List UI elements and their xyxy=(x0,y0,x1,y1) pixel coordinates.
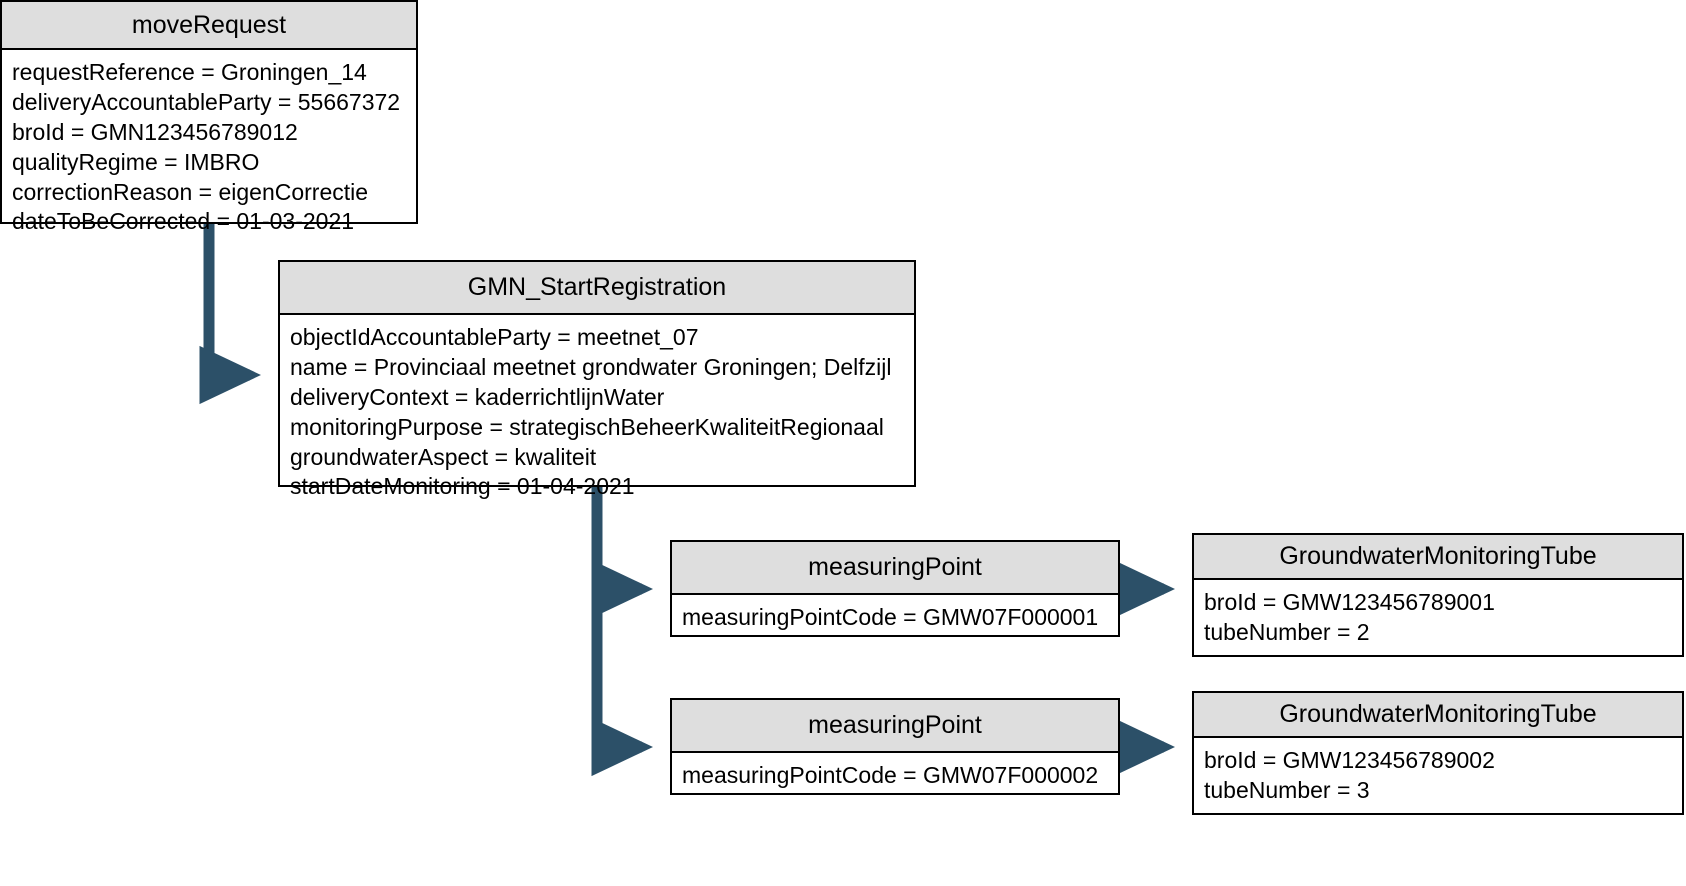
attribute-row: dateToBeCorrected = 01-03-2021 xyxy=(12,208,355,235)
attribute-row: broId = GMW123456789001 xyxy=(1204,589,1495,615)
node-title-measuring-point-2: measuringPoint xyxy=(672,700,1118,753)
attribute-row: broId = GMN123456789012 xyxy=(12,118,298,145)
attribute-row: measuringPointCode = GMW07F000002 xyxy=(682,762,1099,788)
attribute-row: deliveryAccountableParty = 55667372 xyxy=(12,88,401,115)
node-title-groundwater-monitoring-tube-1: GroundwaterMonitoringTube xyxy=(1194,535,1682,580)
attribute-row: correctionReason = eigenCorrectie xyxy=(12,178,369,205)
attribute-row: measuringPointCode = GMW07F000001 xyxy=(682,604,1099,630)
node-title-move-request: moveRequest xyxy=(2,2,416,50)
node-measuring-point-2[interactable]: measuringPoint measuringPointCode = GMW0… xyxy=(670,698,1120,795)
node-body-measuring-point-1: measuringPointCode = GMW07F000001 xyxy=(672,595,1118,639)
attribute-row: objectIdAccountableParty = meetnet_07 xyxy=(290,324,699,350)
node-groundwater-monitoring-tube-2[interactable]: GroundwaterMonitoringTube broId = GMW123… xyxy=(1192,691,1684,815)
node-body-groundwater-monitoring-tube-1: broId = GMW123456789001 tubeNumber = 2 xyxy=(1194,580,1682,654)
attribute-row: tubeNumber = 3 xyxy=(1204,776,1370,803)
node-gmn-start-registration[interactable]: GMN_StartRegistration objectIdAccountabl… xyxy=(278,260,916,499)
edge-moveRequest-to-gmnStartRegistration xyxy=(199,224,262,405)
attribute-row: monitoringPurpose = strategischBeheerKwa… xyxy=(290,413,884,440)
attribute-row: startDateMonitoring = 01-04-2021 xyxy=(290,473,635,500)
node-body-gmn-start-registration: objectIdAccountableParty = meetnet_07 na… xyxy=(280,315,914,508)
node-title-measuring-point-1: measuringPoint xyxy=(672,542,1118,595)
attribute-row: tubeNumber = 2 xyxy=(1204,618,1370,645)
attribute-row: requestReference = Groningen_14 xyxy=(12,59,367,85)
attribute-row: deliveryContext = kaderrichtlijnWater xyxy=(290,383,665,410)
node-measuring-point-1[interactable]: measuringPoint measuringPointCode = GMW0… xyxy=(670,540,1120,637)
attribute-row: broId = GMW123456789002 xyxy=(1204,747,1495,773)
node-groundwater-monitoring-tube-1[interactable]: GroundwaterMonitoringTube broId = GMW123… xyxy=(1192,533,1684,657)
edge-gmnStartRegistration-to-measuringPoint2 xyxy=(591,487,654,777)
attribute-row: qualityRegime = IMBRO xyxy=(12,148,260,175)
attribute-row: name = Provinciaal meetnet grondwater Gr… xyxy=(290,353,892,380)
attribute-row: groundwaterAspect = kwaliteit xyxy=(290,443,597,470)
node-move-request[interactable]: moveRequest requestReference = Groningen… xyxy=(0,0,418,234)
node-body-measuring-point-2: measuringPointCode = GMW07F000002 xyxy=(672,753,1118,797)
node-title-gmn-start-registration: GMN_StartRegistration xyxy=(280,262,914,315)
node-title-groundwater-monitoring-tube-2: GroundwaterMonitoringTube xyxy=(1194,693,1682,738)
node-body-groundwater-monitoring-tube-2: broId = GMW123456789002 tubeNumber = 3 xyxy=(1194,738,1682,812)
node-body-move-request: requestReference = Groningen_14 delivery… xyxy=(2,50,416,243)
